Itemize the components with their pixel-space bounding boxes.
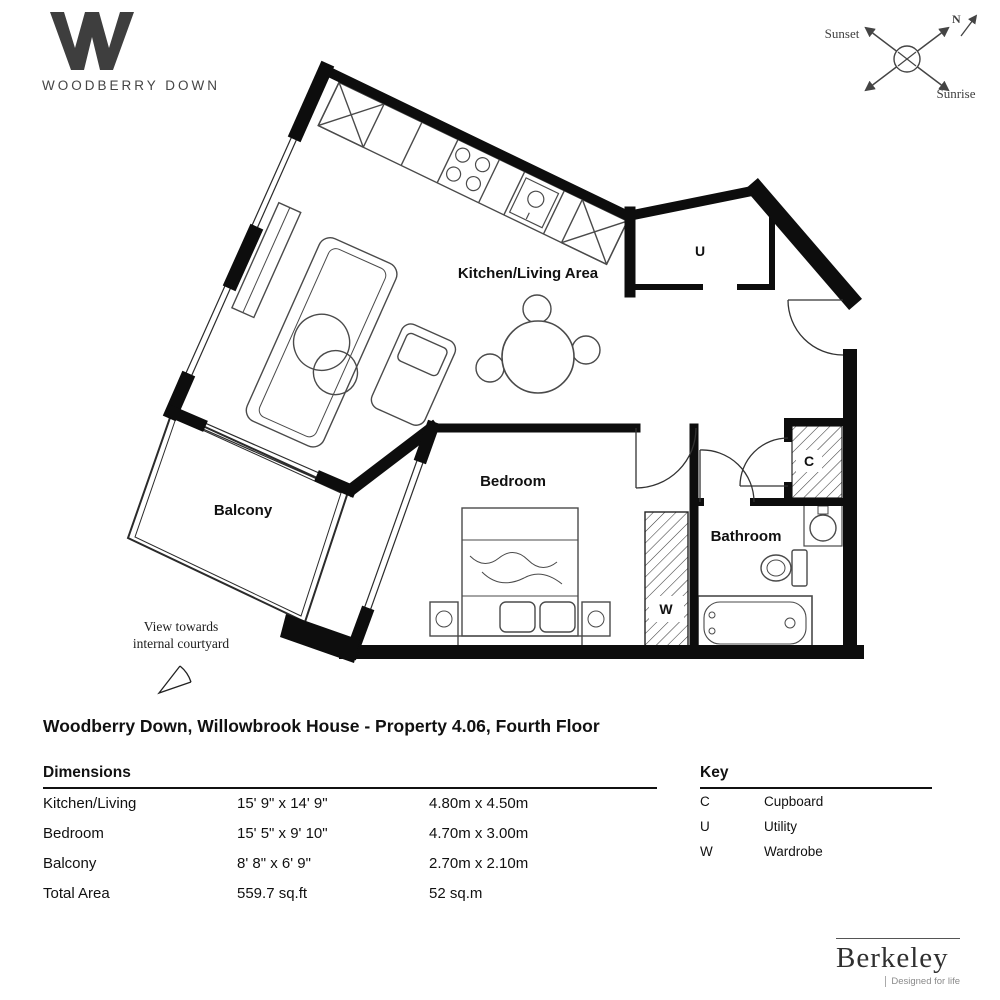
compass-north-label: N <box>952 12 961 26</box>
armchair <box>370 323 457 426</box>
compass-sunset-label: Sunset <box>825 26 860 41</box>
dim-room-name: Kitchen/Living <box>43 795 137 812</box>
woodberry-down-logo-text: WOODBERRY DOWN <box>42 78 221 93</box>
key-label: Utility <box>764 819 797 834</box>
label-cupboard: C <box>804 453 814 469</box>
page-title: Woodberry Down, Willowbrook House - Prop… <box>43 716 600 736</box>
compass-icon: Sunset Sunrise N <box>825 12 978 101</box>
table-row: U Utility <box>700 814 932 839</box>
hob-icon <box>445 147 491 192</box>
toilet <box>760 549 808 587</box>
compass-sunrise-label: Sunrise <box>937 86 976 101</box>
dim-metric: 52 sq.m <box>429 885 483 902</box>
view-cone-icon <box>157 665 192 695</box>
cupboard-door-arc <box>739 437 789 487</box>
label-kitchen-living-area: Kitchen/Living Area <box>458 265 599 282</box>
dimensions-heading: Dimensions <box>43 764 131 781</box>
key-label: Wardrobe <box>764 844 823 859</box>
key-label: Cupboard <box>764 794 824 809</box>
bathroom-fixtures <box>697 503 843 651</box>
dim-room-name: Total Area <box>43 885 110 902</box>
berkeley-wordmark: Berkeley <box>836 942 949 974</box>
view-note-line1: View towards <box>144 619 219 634</box>
dim-imperial: 559.7 sq.ft <box>237 885 308 902</box>
dim-imperial: 8' 8" x 6' 9" <box>237 855 311 872</box>
corner-wall-block <box>280 614 360 663</box>
dimensions-rule <box>43 787 657 789</box>
coffee-table <box>312 349 359 396</box>
key-heading: Key <box>700 764 729 781</box>
label-balcony: Balcony <box>214 502 273 519</box>
view-note-line2: internal courtyard <box>133 636 230 651</box>
label-bedroom: Bedroom <box>480 473 546 490</box>
bedside-table <box>429 601 459 637</box>
outer-walls <box>162 60 864 663</box>
label-wardrobe: W <box>659 601 673 617</box>
bedroom-door-arc <box>635 427 697 489</box>
pillow <box>539 601 576 633</box>
cupboard-hatch <box>791 425 843 499</box>
table-row: C Cupboard <box>700 789 932 814</box>
berkeley-logo: Berkeley Designed for life <box>836 938 960 987</box>
living-furniture <box>230 201 457 448</box>
entrance-door-arc <box>787 299 844 356</box>
dim-imperial: 15' 5" x 9' 10" <box>237 825 328 842</box>
table-row: Total Area 559.7 sq.ft 52 sq.m <box>43 879 657 909</box>
north-arrow-icon <box>960 14 978 37</box>
armchair-cushion <box>397 332 448 377</box>
table-row: W Wardrobe <box>700 839 932 864</box>
dimensions-table: Dimensions Kitchen/Living 15' 9" x 14' 9… <box>43 764 657 909</box>
key-table: Key C Cupboard U Utility W Wardrobe <box>700 764 932 864</box>
kitchen-counter <box>317 81 629 266</box>
table-row: Balcony 8' 8" x 6' 9" 2.70m x 2.10m <box>43 849 657 879</box>
key-symbol: W <box>700 844 713 859</box>
dim-metric: 4.80m x 4.50m <box>429 795 529 812</box>
dim-metric: 2.70m x 2.10m <box>429 855 529 872</box>
key-rule <box>700 787 932 789</box>
dining-chair <box>571 335 601 365</box>
dim-room-name: Bedroom <box>43 825 104 842</box>
key-symbol: U <box>700 819 710 834</box>
interior-walls <box>427 213 847 657</box>
bed <box>429 507 611 647</box>
doors <box>635 299 844 503</box>
label-utility: U <box>695 243 705 259</box>
woodberry-down-logo-icon <box>50 12 134 70</box>
dining-set <box>475 294 601 394</box>
sofa <box>245 237 398 448</box>
wardrobe-hatch <box>644 511 689 649</box>
bedside-table <box>581 601 611 637</box>
floor-plan: Kitchen/Living Area Bedroom Balcony Bath… <box>126 60 864 695</box>
compass-hub-cross <box>897 51 917 67</box>
bath <box>697 595 813 651</box>
berkeley-tagline: Designed for life <box>836 976 960 987</box>
bathroom-door-arc <box>699 449 755 503</box>
label-bathroom: Bathroom <box>711 528 782 545</box>
dining-table <box>501 320 575 394</box>
dim-room-name: Balcony <box>43 855 97 872</box>
pillow <box>499 601 536 633</box>
key-symbol: C <box>700 794 710 809</box>
table-row: Bedroom 15' 5" x 9' 10" 4.70m x 3.00m <box>43 819 657 849</box>
table-row: Kitchen/Living 15' 9" x 14' 9" 4.80m x 4… <box>43 789 657 819</box>
dim-metric: 4.70m x 3.00m <box>429 825 529 842</box>
dining-chair <box>475 353 505 383</box>
sink-icon <box>508 177 560 229</box>
dim-imperial: 15' 9" x 14' 9" <box>237 795 328 812</box>
dining-chair <box>522 294 552 324</box>
